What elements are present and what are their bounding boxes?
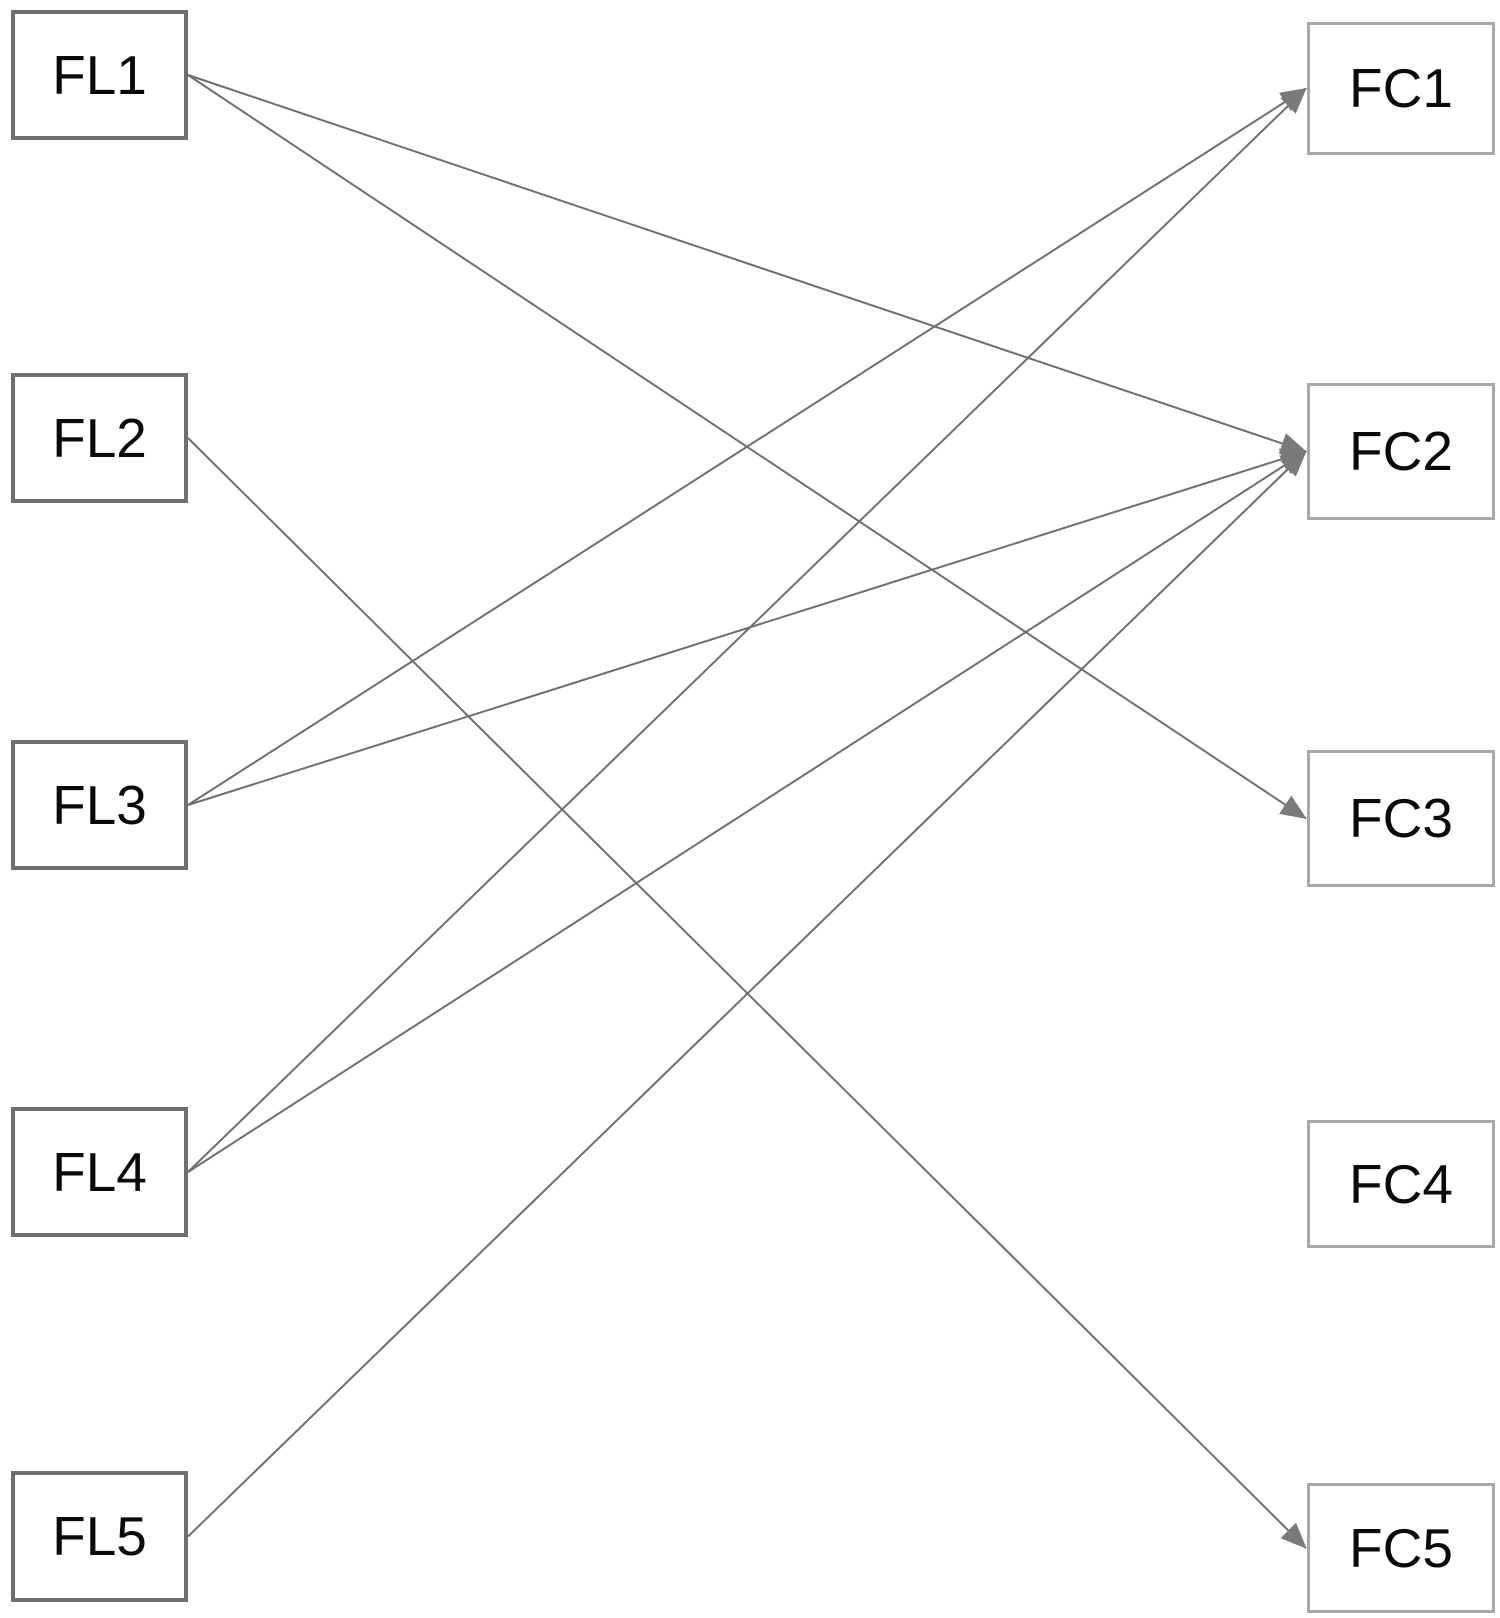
node-fl1-label: FL1 (52, 43, 147, 106)
node-fl2: FL2 (11, 373, 188, 503)
node-fc3: FC3 (1307, 750, 1495, 887)
node-fl3: FL3 (11, 740, 188, 870)
node-fc5-label: FC5 (1349, 1516, 1453, 1579)
node-fc2: FC2 (1307, 383, 1495, 520)
node-fc4: FC4 (1307, 1120, 1495, 1248)
node-fc3-label: FC3 (1349, 787, 1453, 849)
node-fc5: FC5 (1307, 1483, 1495, 1613)
node-fl4-label: FL4 (52, 1140, 147, 1203)
node-fc2-label: FC2 (1349, 420, 1453, 482)
node-fl2-label: FL2 (52, 406, 147, 469)
node-fc1-label: FC1 (1349, 57, 1453, 119)
edge-FL5-FC2 (187, 450, 1307, 1538)
edge-FL4-FC1 (187, 87, 1307, 1173)
edge-FL3-FC1 (187, 87, 1307, 806)
edge-FL1-FC2 (187, 74, 1307, 454)
node-fc1: FC1 (1307, 22, 1495, 155)
node-fl1: FL1 (11, 10, 188, 140)
node-fl5-label: FL5 (52, 1505, 147, 1567)
node-fl3-label: FL3 (52, 773, 147, 836)
node-fc4-label: FC4 (1349, 1152, 1453, 1215)
node-fl5: FL5 (11, 1471, 188, 1602)
edge-FL4-FC2 (187, 450, 1307, 1173)
edge-FL3-FC2 (187, 448, 1307, 806)
node-fl4: FL4 (11, 1107, 188, 1237)
